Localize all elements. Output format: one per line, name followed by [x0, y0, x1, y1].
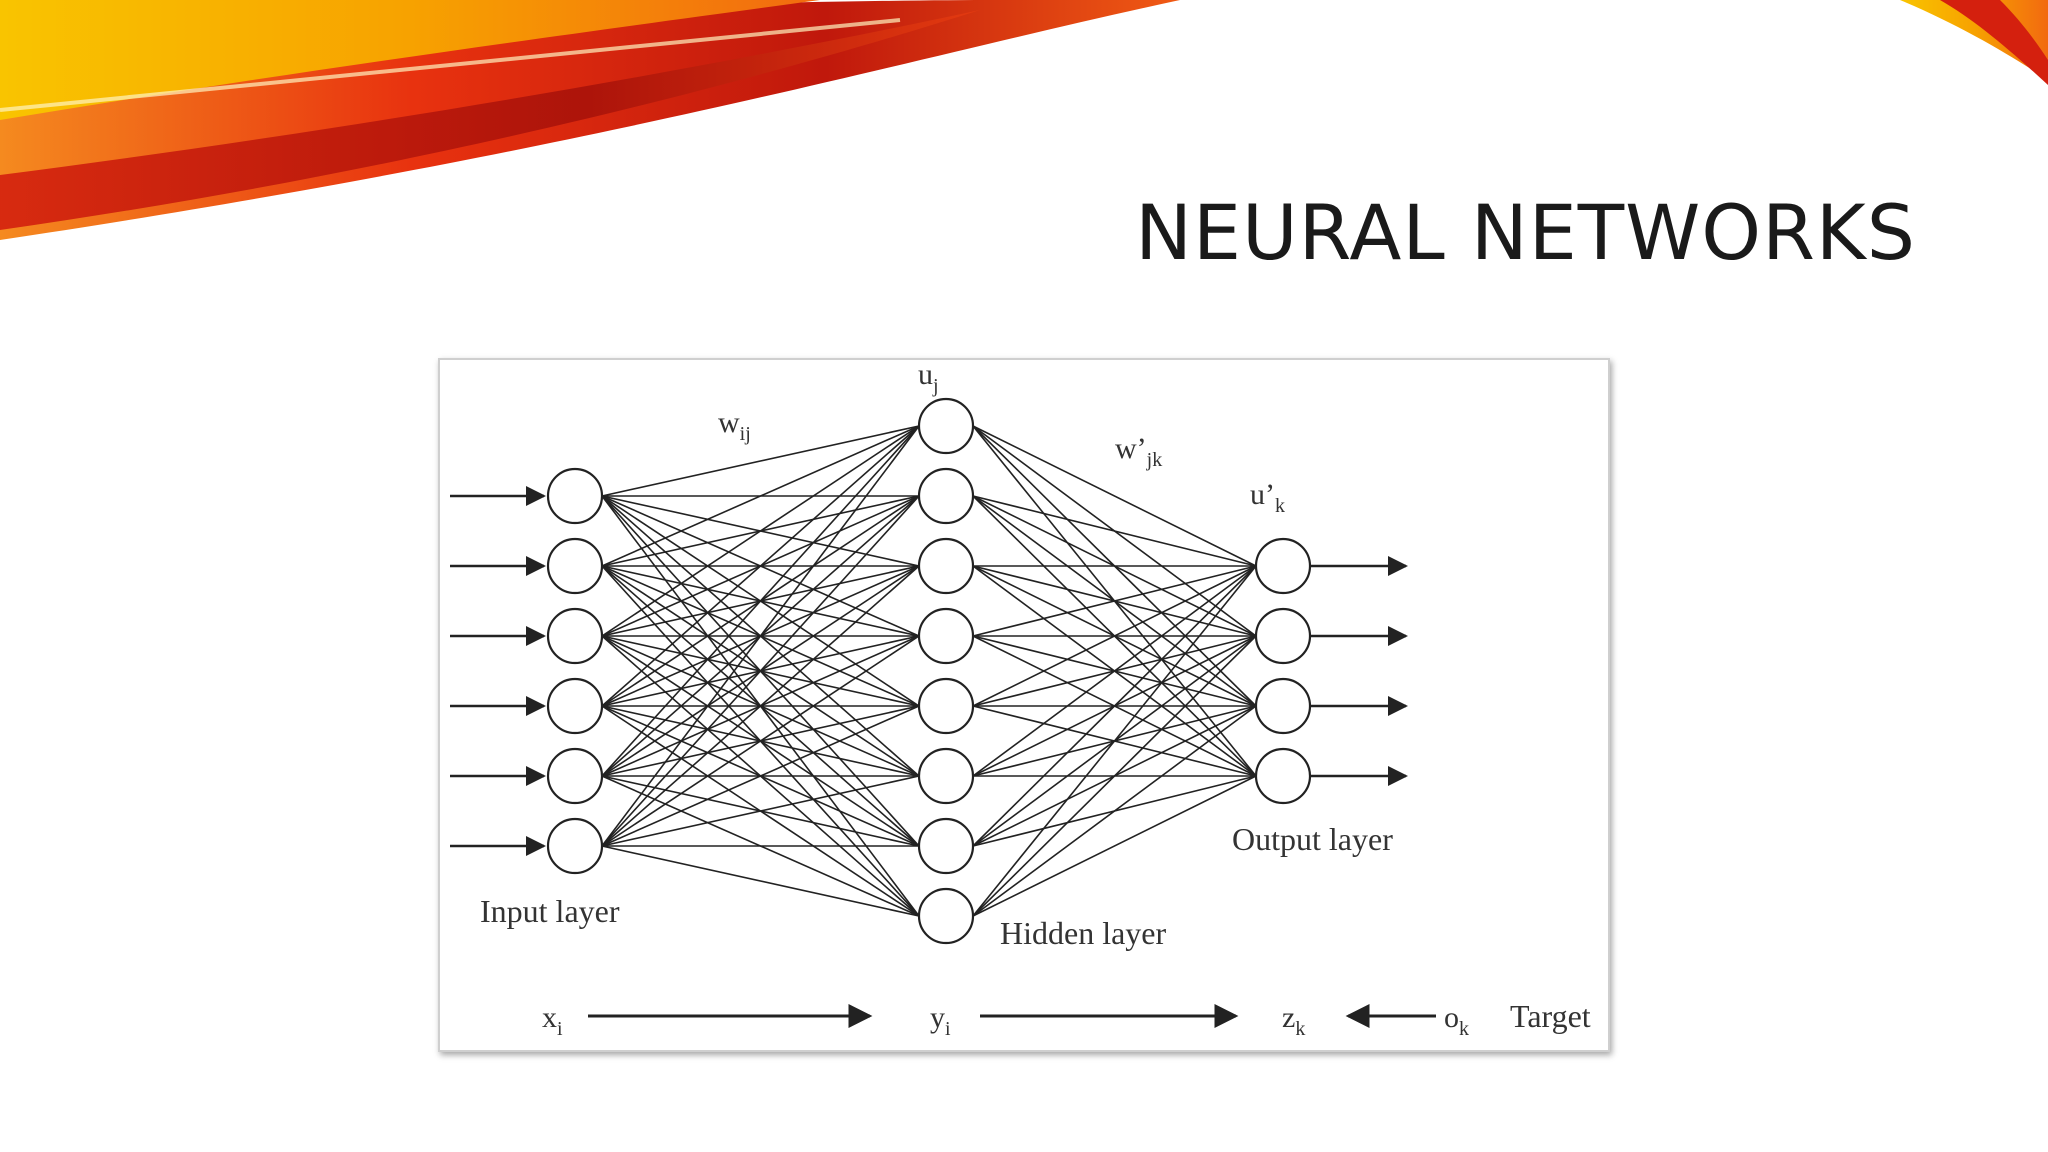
connection-input-5-to-hidden-3	[601, 635, 920, 847]
connection-hidden-7-to-output-1	[972, 635, 1257, 917]
swoosh-right-tip-red	[1940, 0, 2048, 85]
connection-input-5-to-hidden-4	[601, 705, 920, 847]
connection-input-3-to-hidden-0	[601, 425, 920, 707]
connection-hidden-0-to-output-0	[972, 425, 1257, 567]
connection-input-2-to-hidden-0	[601, 425, 920, 637]
output-node-1	[1254, 607, 1312, 665]
nodes	[546, 397, 1312, 945]
hidden-node-2	[917, 537, 975, 595]
flow-o-label: ok	[1444, 1001, 1469, 1040]
connection-input-5-to-hidden-7	[601, 845, 920, 917]
connection-input-5-to-hidden-2	[601, 565, 920, 847]
hidden-node-1	[917, 467, 975, 525]
weight-label-hidden-output: w’jk	[1115, 432, 1162, 471]
output-node-3	[1254, 747, 1312, 805]
hidden-node-4	[917, 677, 975, 735]
connection-hidden-3-to-output-0	[972, 565, 1257, 637]
connection-input-5-to-hidden-5	[601, 775, 920, 847]
hidden-node-0	[917, 397, 975, 455]
input-node-4	[546, 747, 604, 805]
connections	[601, 425, 1257, 917]
connection-input-5-to-hidden-0	[601, 425, 920, 847]
connection-hidden-7-to-output-2	[972, 705, 1257, 917]
output-node-label: u’k	[1250, 478, 1285, 517]
hidden-node-3	[917, 607, 975, 665]
swoosh-band-red	[0, 10, 980, 230]
connection-input-4-to-hidden-0	[601, 425, 920, 777]
input-node-2	[546, 607, 604, 665]
swoosh-band-yellow	[0, 0, 820, 120]
target-label: Target	[1510, 998, 1591, 1034]
connection-hidden-1-to-output-0	[972, 495, 1257, 567]
connection-hidden-7-to-output-3	[972, 775, 1257, 917]
hidden-node-7	[917, 887, 975, 945]
connection-hidden-5-to-output-0	[972, 565, 1257, 777]
hidden-node-label: uj	[918, 360, 939, 397]
io-arrows	[450, 486, 1408, 856]
hidden-node-6	[917, 817, 975, 875]
weight-label-input-hidden: wij	[718, 406, 751, 445]
network-figure: wij uj w’jk u’k Input layer Hidden layer…	[438, 358, 1610, 1052]
output-layer-label: Output layer	[1232, 821, 1393, 857]
connection-input-5-to-hidden-1	[601, 495, 920, 847]
swoosh-highlight	[0, 18, 901, 112]
input-node-1	[546, 537, 604, 595]
input-layer-label: Input layer	[480, 893, 620, 929]
connection-input-1-to-hidden-0	[601, 425, 920, 567]
hidden-node-5	[917, 747, 975, 805]
connection-hidden-7-to-output-0	[972, 565, 1257, 917]
connection-hidden-4-to-output-0	[972, 565, 1257, 707]
hidden-layer-label: Hidden layer	[1000, 915, 1167, 951]
input-node-5	[546, 817, 604, 875]
network-diagram: wij uj w’jk u’k Input layer Hidden layer…	[450, 360, 1591, 1040]
output-node-0	[1254, 537, 1312, 595]
connection-input-0-to-hidden-0	[601, 425, 920, 497]
decorative-swoosh	[0, 0, 2048, 240]
input-node-0	[546, 467, 604, 525]
output-node-2	[1254, 677, 1312, 735]
connection-hidden-6-to-output-0	[972, 565, 1257, 847]
slide-title: NEURAL NETWORKS	[1135, 188, 1916, 277]
flow-z-label: zk	[1282, 1001, 1305, 1040]
input-node-3	[546, 677, 604, 735]
flow-x-label: xi	[542, 1001, 563, 1040]
flow-y-label: yi	[930, 1001, 951, 1040]
